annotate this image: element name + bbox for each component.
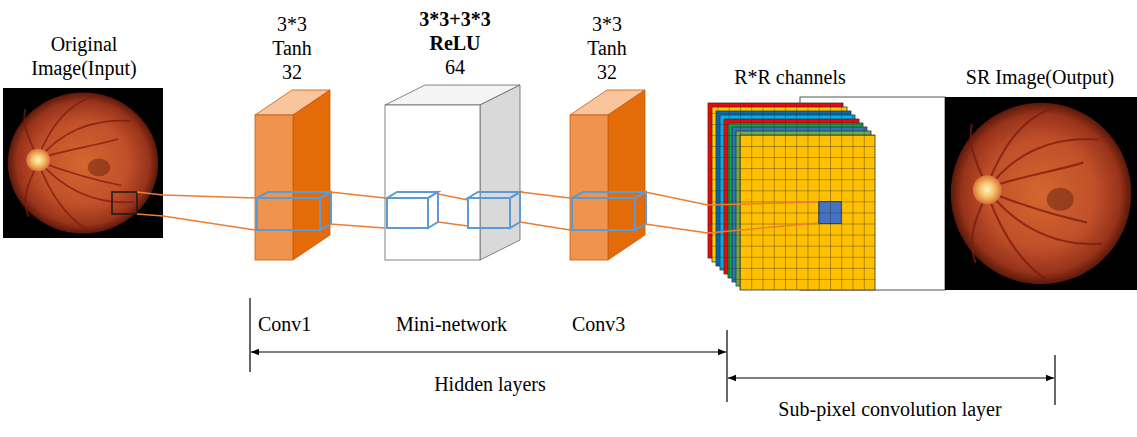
layer-spec: 64 (419, 55, 490, 79)
kernel-outline (572, 192, 646, 230)
label-slot: Conv1 (258, 312, 311, 336)
inner-link (438, 194, 468, 226)
image-title: Original Image(Input) (4, 32, 164, 80)
input-image: Original Image(Input) (3, 88, 163, 238)
layer-name: Mini-network (396, 312, 507, 336)
receptive-field-link (645, 192, 708, 233)
node-heading: R*R channels (734, 65, 846, 89)
node-heading: 3*3+3*3ReLU64 (419, 7, 490, 79)
layer-title: R*R channels (734, 65, 846, 89)
image-title: SR Image(Output) (966, 65, 1114, 89)
channel-stack: R*R channels (708, 97, 945, 290)
mini-network-box: 3*3+3*3ReLU64 (385, 85, 520, 260)
span-label: Sub-pixel convolution layer (778, 397, 1001, 421)
conv-layer-box: 3*3Tanh32 (255, 90, 330, 260)
output-image: SR Image(Output) (945, 97, 1137, 290)
label-slot: Sub-pixel convolution layer (778, 397, 1001, 421)
label-slot: Conv3 (572, 312, 625, 336)
node-heading: 3*3Tanh32 (587, 12, 627, 84)
node-heading: SR Image(Output) (966, 65, 1114, 89)
layer-spec: Tanh (272, 36, 312, 60)
conv-layer-box: 3*3Tanh32 (570, 90, 645, 260)
layer-spec: Tanh (587, 36, 627, 60)
kernel-outline (257, 192, 331, 230)
receptive-field-link (520, 192, 570, 230)
fundus-image (945, 97, 1137, 290)
receptive-field-link (330, 192, 385, 228)
node-heading: 3*3Tanh32 (272, 12, 312, 84)
layer-name: Conv3 (572, 312, 625, 336)
label-slot: Mini-network (396, 312, 507, 336)
layer-spec: 32 (272, 60, 312, 84)
label-slot: Hidden layers (434, 372, 546, 396)
span-label: Hidden layers (434, 372, 546, 396)
receptive-field-link (163, 195, 255, 230)
conv-cuboid (255, 90, 330, 260)
conv-cuboid (570, 90, 645, 260)
fundus-image (3, 88, 163, 238)
layer-spec: 32 (587, 60, 627, 84)
kernel-outline (387, 192, 520, 228)
layer-spec: 3*3+3*3 (419, 7, 490, 31)
channel-layers (708, 103, 875, 290)
patch-marker (112, 192, 137, 214)
mini-network-cuboid (385, 85, 520, 260)
span-bracket (250, 298, 1055, 405)
patch-leader (137, 192, 163, 216)
layer-spec: 3*3 (272, 12, 312, 36)
layer-spec: 3*3 (587, 12, 627, 36)
inner-link (708, 202, 818, 233)
node-heading: Original Image(Input) (4, 32, 164, 80)
layer-name: Conv1 (258, 312, 311, 336)
layer-spec: ReLU (419, 31, 490, 55)
